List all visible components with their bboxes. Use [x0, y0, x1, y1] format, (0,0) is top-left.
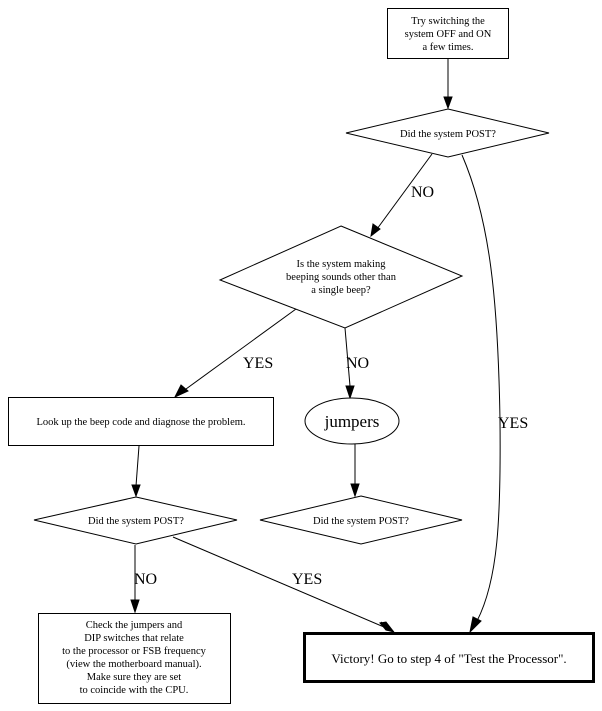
- edge-beeping-to-jumpers: NO: [344, 327, 369, 400]
- node-text-line: Check the jumpers and: [86, 620, 183, 631]
- node-text-line: to the processor or FSB frequency: [62, 646, 207, 657]
- node-text-line: (view the motherboard manual).: [66, 659, 201, 670]
- node-start[interactable]: Try switching the system OFF and ON a fe…: [387, 8, 509, 59]
- arrowhead-icon: [131, 484, 141, 498]
- node-beeping[interactable]: Is the system making beeping sounds othe…: [218, 225, 464, 329]
- arrowhead-icon: [350, 483, 360, 498]
- node-text-line: DIP switches that relate: [84, 633, 184, 644]
- arrowhead-icon: [380, 621, 395, 633]
- node-post3[interactable]: Did the system POST?: [259, 495, 463, 545]
- node-lookup[interactable]: Look up the beep code and diagnose the p…: [8, 397, 274, 446]
- arrowhead-icon: [130, 599, 140, 614]
- edge-start-to-post1: [443, 58, 453, 110]
- node-text-line: Try switching the: [411, 16, 485, 27]
- edge-label-no: NO: [346, 355, 369, 372]
- node-victory[interactable]: Victory! Go to step 4 of "Test the Proce…: [303, 632, 595, 683]
- edge-post1-to-beeping: NO: [370, 153, 434, 238]
- node-text-line: Did the system POST?: [400, 129, 496, 140]
- edge-label-yes: YES: [498, 415, 528, 432]
- node-text-line: Is the system making: [297, 259, 387, 270]
- node-text-line: Victory! Go to step 4 of "Test the Proce…: [331, 651, 566, 666]
- edge-post2-to-victory: YES: [172, 536, 395, 633]
- node-post1[interactable]: Did the system POST?: [345, 108, 550, 158]
- node-text-line: Did the system POST?: [313, 516, 409, 527]
- node-text-line: jumpers: [324, 412, 380, 431]
- edge-label-yes: YES: [292, 571, 322, 588]
- node-jumpers[interactable]: jumpers: [304, 397, 400, 445]
- edge-label-yes: YES: [243, 355, 273, 372]
- node-text-line: Did the system POST?: [88, 516, 184, 527]
- node-text-line: system OFF and ON: [405, 29, 492, 40]
- edge-jumpers-to-post3: [350, 444, 360, 498]
- node-text-line: beeping sounds other than: [286, 272, 397, 283]
- edge-label-no: NO: [411, 184, 434, 201]
- arrowhead-icon: [173, 384, 189, 399]
- node-text-line: Make sure they are set: [87, 672, 182, 683]
- node-text-line: to coincide with the CPU.: [80, 685, 189, 696]
- node-check[interactable]: Check the jumpers and DIP switches that …: [38, 613, 231, 704]
- edge-label-no: NO: [134, 571, 157, 588]
- edge-beeping-to-lookup: YES: [173, 308, 297, 399]
- arrowhead-icon: [443, 96, 453, 110]
- node-text-line: Look up the beep code and diagnose the p…: [36, 417, 245, 428]
- edge-post1-to-victory: YES: [461, 154, 528, 634]
- arrowhead-icon: [370, 223, 381, 238]
- node-text-line: a few times.: [422, 42, 473, 53]
- node-text-line: a single beep?: [311, 285, 371, 296]
- edges: NO YES YES NO: [130, 58, 528, 634]
- edge-lookup-to-post2: [131, 445, 141, 498]
- edge-post2-to-check: NO: [130, 545, 157, 614]
- node-post2[interactable]: Did the system POST?: [33, 496, 238, 545]
- arrowhead-icon: [469, 616, 482, 634]
- arrowhead-icon: [345, 385, 355, 400]
